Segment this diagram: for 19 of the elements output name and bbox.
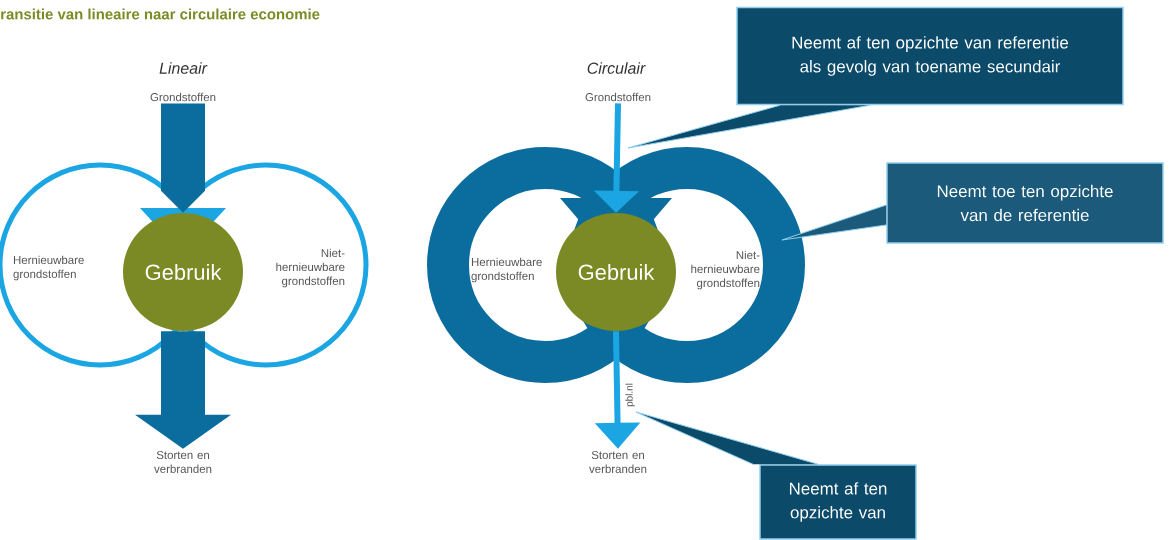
loop-label: Hernieuwbare grondstoffen [13,255,84,281]
callout-pointer [781,204,887,241]
flow-arrow [161,103,205,213]
source-label: pbl.nl [625,383,635,407]
panel-heading: Circulair [587,62,646,74]
callout-box: Neemt toe ten opzichte van de referentie [886,162,1164,244]
flow-label: Storten en verbranden [589,450,647,473]
flow-label: Storten en verbranden [154,450,212,473]
loop-label: Niet- hernieuwbare grondstoffen [276,248,345,288]
flow-arrow [135,331,231,449]
flow-label: Grondstoffen [585,92,651,102]
loop-label: Niet- hernieuwbare grondstoffen [691,250,760,290]
callout-box: Neemt af ten opzichte van [759,464,917,540]
loop-label: Hernieuwbare grondstoffen [471,257,542,283]
flow-label: Grondstoffen [150,92,216,102]
diagram-title: ransitie van lineaire naar circulaire economie [1,8,320,20]
callout-pointer [627,104,871,149]
callout-pointer [635,411,819,465]
panel-heading: Lineair [159,62,208,74]
